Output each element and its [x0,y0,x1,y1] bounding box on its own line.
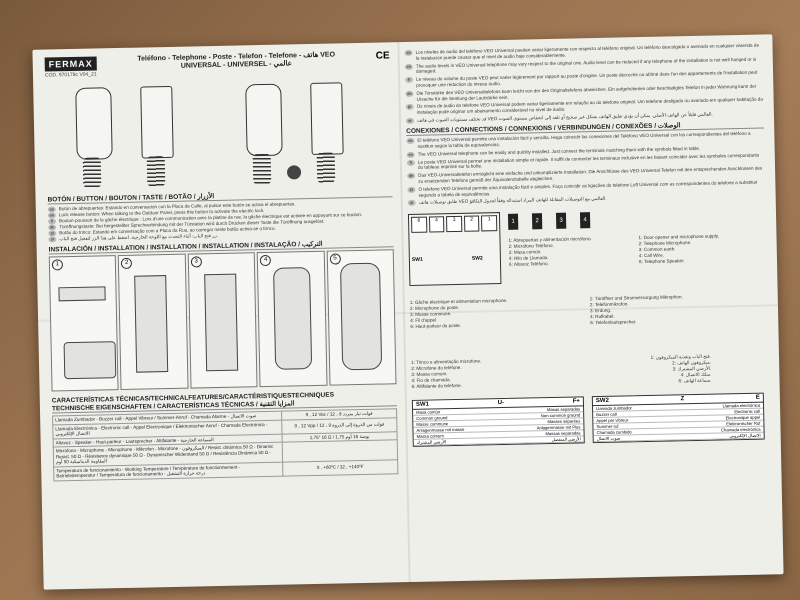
coiled-cord-icon [146,156,166,187]
mounting-bracket-icon [203,273,239,372]
legend-en: 1: Door-opener and microphone supply. 2:… [638,233,720,265]
header: FERMAX COD. 970178c V04_21 Teléfono - Te… [44,50,390,79]
coiled-cord-icon [252,153,272,185]
coiled-cord-icon [316,152,336,183]
phone-front-icon [75,87,113,160]
language-icon: ar [407,200,416,207]
mounting-bracket-icon [134,275,169,373]
legend-area: 1: Gâche électrique et alimentation micr… [410,293,769,358]
language-icon: de [407,172,416,180]
step-number: 2 [121,257,133,269]
phone-illustrations [45,75,392,192]
terminal: 3 [446,216,463,233]
terminal: 2 [463,215,480,233]
wiring-diagram: 6 4 3 2 1 SW1 SW2 1 2 3 4 1: Abrepuertas… [407,201,768,298]
install-step: 4 [256,250,328,388]
terminal-key: 2 [531,213,543,230]
brand-logo: FERMAX [44,56,97,72]
language-icon: en [404,63,413,70]
install-step: 5 [326,249,397,386]
terminal: 6 [411,216,427,234]
legend-pt: 1: Trinco e alimentação microfone. 2: Mi… [411,358,482,390]
legend-de: 1: Türöffner und Stromversorgung Mikroph… [589,294,683,326]
terminal-key: 3 [555,213,567,230]
step-number: 4 [259,254,272,267]
terminal-block: 6 4 3 2 1 SW1 SW2 [407,212,502,287]
terminal-key: 4 [579,212,591,229]
ce-mark: CE [375,50,390,62]
left-column: FERMAX COD. 970178c V04_21 Teléfono - Te… [44,50,399,481]
step-number: 1 [51,259,64,271]
sw2-label: SW2 [471,255,483,262]
phone-base-icon [63,341,117,380]
step-number: 5 [329,253,341,265]
instruction-sheet: FERMAX COD. 970178c V04_21 Teléfono - Te… [32,34,784,590]
legend-ar: 1: فتح الباب وتغذية الميكروفون. 2: ميكرو… [650,354,712,384]
coiled-cord-icon [82,157,102,188]
product-code: COD. 970178c V04_21 [44,71,97,79]
terminal-key: 1 [507,214,519,231]
phone-icon [273,267,313,370]
install-step: 2 [118,253,189,391]
language-icon: pt [407,186,416,193]
legend-fr: 1: Gâche électrique et alimentation micr… [409,298,508,330]
install-step: 3 [187,252,258,389]
language-icon: ar [405,117,415,124]
language-icon: ar [48,236,57,243]
step-number: 3 [190,256,202,268]
install-step: 1 [48,255,119,392]
language-icon: de [405,90,414,97]
sw1-label: SW1 [411,257,423,264]
phone-open-icon [310,82,344,155]
product-title: Teléfono - Telephone - Poste - Telefon -… [137,51,336,70]
phone-mounted-icon [339,262,382,371]
legend-es: 1: Abrepuertas y alimentación micrófono.… [508,236,592,268]
language-icon: fr [405,77,414,84]
phone-open-icon [140,85,174,159]
language-icon: en [406,151,415,158]
install-steps: 1 2 3 4 5 [48,249,397,392]
specs-table: Llamada Zumbador - Buzzer call - Appel V… [52,408,398,481]
wall-plate-icon [58,286,106,302]
terminal: 4 [428,216,445,233]
language-icon: es [404,49,413,57]
phone-front-icon [245,83,283,157]
lock-button-icon [286,165,302,180]
language-icon: pt [405,104,414,111]
terminal-keys: 1 2 3 4 [507,212,591,231]
terminal: 1 [481,215,498,232]
language-icon: es [406,137,415,144]
language-icon: fr [406,159,415,166]
